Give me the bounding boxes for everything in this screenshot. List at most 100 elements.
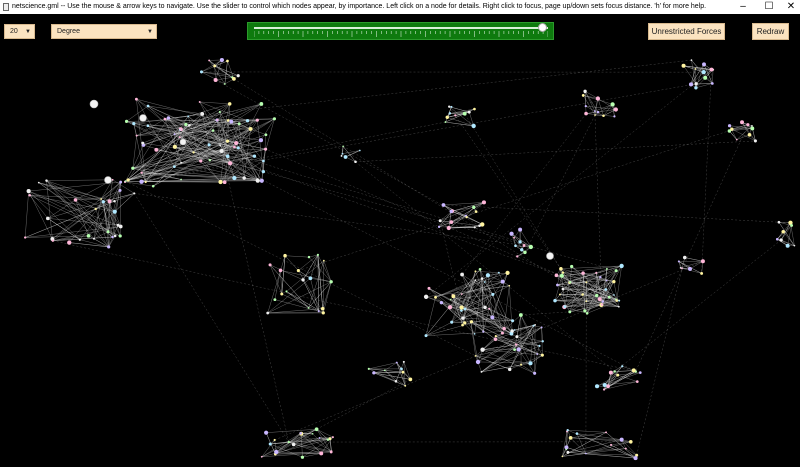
graph-node[interactable] — [273, 438, 276, 442]
graph-node[interactable] — [139, 179, 144, 184]
graph-node[interactable] — [199, 70, 204, 74]
graph-node[interactable] — [779, 238, 783, 242]
graph-node[interactable] — [540, 353, 544, 357]
graph-node[interactable] — [694, 82, 698, 86]
graph-node[interactable] — [343, 155, 348, 159]
graph-node[interactable] — [475, 359, 481, 365]
graph-node[interactable] — [225, 139, 230, 143]
graph-node[interactable] — [208, 59, 211, 62]
graph-node[interactable] — [480, 370, 483, 373]
graph-node[interactable] — [462, 111, 467, 116]
graph-node[interactable] — [631, 368, 636, 373]
graph-node[interactable] — [581, 271, 585, 275]
graph-node[interactable] — [118, 234, 122, 238]
importance-slider[interactable] — [247, 22, 554, 40]
graph-node[interactable] — [227, 161, 233, 166]
graph-node[interactable] — [101, 200, 105, 204]
graph-node[interactable] — [751, 124, 753, 127]
graph-node[interactable] — [367, 367, 370, 370]
graph-node[interactable] — [541, 340, 544, 343]
graph-node[interactable] — [317, 310, 320, 313]
graph-node[interactable] — [509, 231, 514, 236]
graph-node[interactable] — [131, 166, 135, 170]
graph-node[interactable] — [528, 244, 533, 250]
graph-node[interactable] — [553, 298, 557, 303]
graph-node[interactable] — [151, 184, 155, 188]
graph-node[interactable] — [255, 118, 259, 122]
graph-node[interactable] — [236, 146, 240, 150]
graph-node[interactable] — [585, 300, 588, 303]
minimize-button[interactable]: – — [740, 1, 746, 12]
graph-node[interactable] — [28, 193, 31, 197]
graph-node[interactable] — [232, 175, 237, 181]
graph-node[interactable] — [124, 119, 129, 123]
graph-node[interactable] — [604, 288, 608, 291]
graph-node[interactable] — [331, 436, 334, 439]
graph-node[interactable] — [508, 284, 511, 287]
graph-node[interactable] — [606, 384, 610, 389]
graph-node[interactable] — [226, 59, 229, 63]
graph-node[interactable] — [596, 110, 600, 114]
graph-node[interactable] — [89, 99, 99, 109]
graph-node[interactable] — [248, 126, 253, 131]
graph-node[interactable] — [474, 270, 477, 273]
graph-node[interactable] — [259, 102, 264, 106]
graph-node[interactable] — [445, 115, 449, 120]
graph-node[interactable] — [746, 123, 750, 127]
graph-node[interactable] — [510, 329, 514, 333]
graph-node[interactable] — [740, 120, 744, 125]
graph-node[interactable] — [329, 280, 333, 284]
graph-node[interactable] — [135, 134, 138, 137]
graph-node[interactable] — [710, 82, 714, 85]
graph-node[interactable] — [518, 240, 522, 244]
graph-node[interactable] — [612, 279, 616, 284]
graph-node[interactable] — [781, 229, 785, 234]
graph-node[interactable] — [226, 119, 230, 122]
graph-node[interactable] — [107, 199, 112, 204]
graph-node[interactable] — [608, 370, 613, 375]
graph-node[interactable] — [423, 294, 429, 299]
graph-node[interactable] — [478, 268, 482, 271]
graph-node[interactable] — [613, 107, 618, 112]
graph-node[interactable] — [594, 114, 596, 116]
graph-node[interactable] — [605, 279, 608, 282]
graph-node[interactable] — [463, 307, 467, 311]
graph-node[interactable] — [554, 273, 559, 278]
graph-node[interactable] — [599, 276, 602, 279]
graph-node[interactable] — [518, 313, 523, 317]
graph-node[interactable] — [601, 300, 605, 303]
graph-node[interactable] — [463, 321, 467, 325]
redraw-button[interactable]: Redraw — [752, 23, 789, 40]
graph-node[interactable] — [401, 370, 405, 374]
graph-node[interactable] — [536, 353, 539, 355]
graph-node[interactable] — [448, 105, 451, 108]
graph-node[interactable] — [483, 305, 487, 310]
graph-node[interactable] — [285, 290, 288, 293]
graph-node[interactable] — [424, 334, 428, 338]
graph-node[interactable] — [112, 209, 117, 214]
graph-node[interactable] — [126, 178, 130, 182]
graph-node[interactable] — [694, 86, 698, 90]
graph-node[interactable] — [460, 293, 463, 295]
graph-node[interactable] — [124, 180, 127, 183]
graph-node[interactable] — [613, 115, 616, 118]
graph-node[interactable] — [638, 371, 642, 374]
graph-node[interactable] — [273, 298, 277, 302]
graph-node[interactable] — [116, 223, 120, 227]
graph-node[interactable] — [681, 267, 683, 270]
graph-node[interactable] — [354, 160, 357, 164]
graph-node[interactable] — [563, 305, 567, 309]
graph-node[interactable] — [682, 255, 687, 260]
graph-node[interactable] — [727, 129, 732, 133]
graph-node[interactable] — [111, 235, 114, 239]
graph-node[interactable] — [146, 124, 150, 128]
graph-node[interactable] — [585, 452, 587, 455]
graph-node[interactable] — [575, 432, 579, 435]
graph-node[interactable] — [264, 133, 268, 137]
graph-node[interactable] — [471, 123, 476, 129]
graph-node[interactable] — [272, 117, 277, 121]
graph-node[interactable] — [218, 179, 223, 185]
graph-node[interactable] — [493, 337, 498, 342]
graph-node[interactable] — [296, 269, 300, 273]
graph-node[interactable] — [454, 114, 457, 117]
